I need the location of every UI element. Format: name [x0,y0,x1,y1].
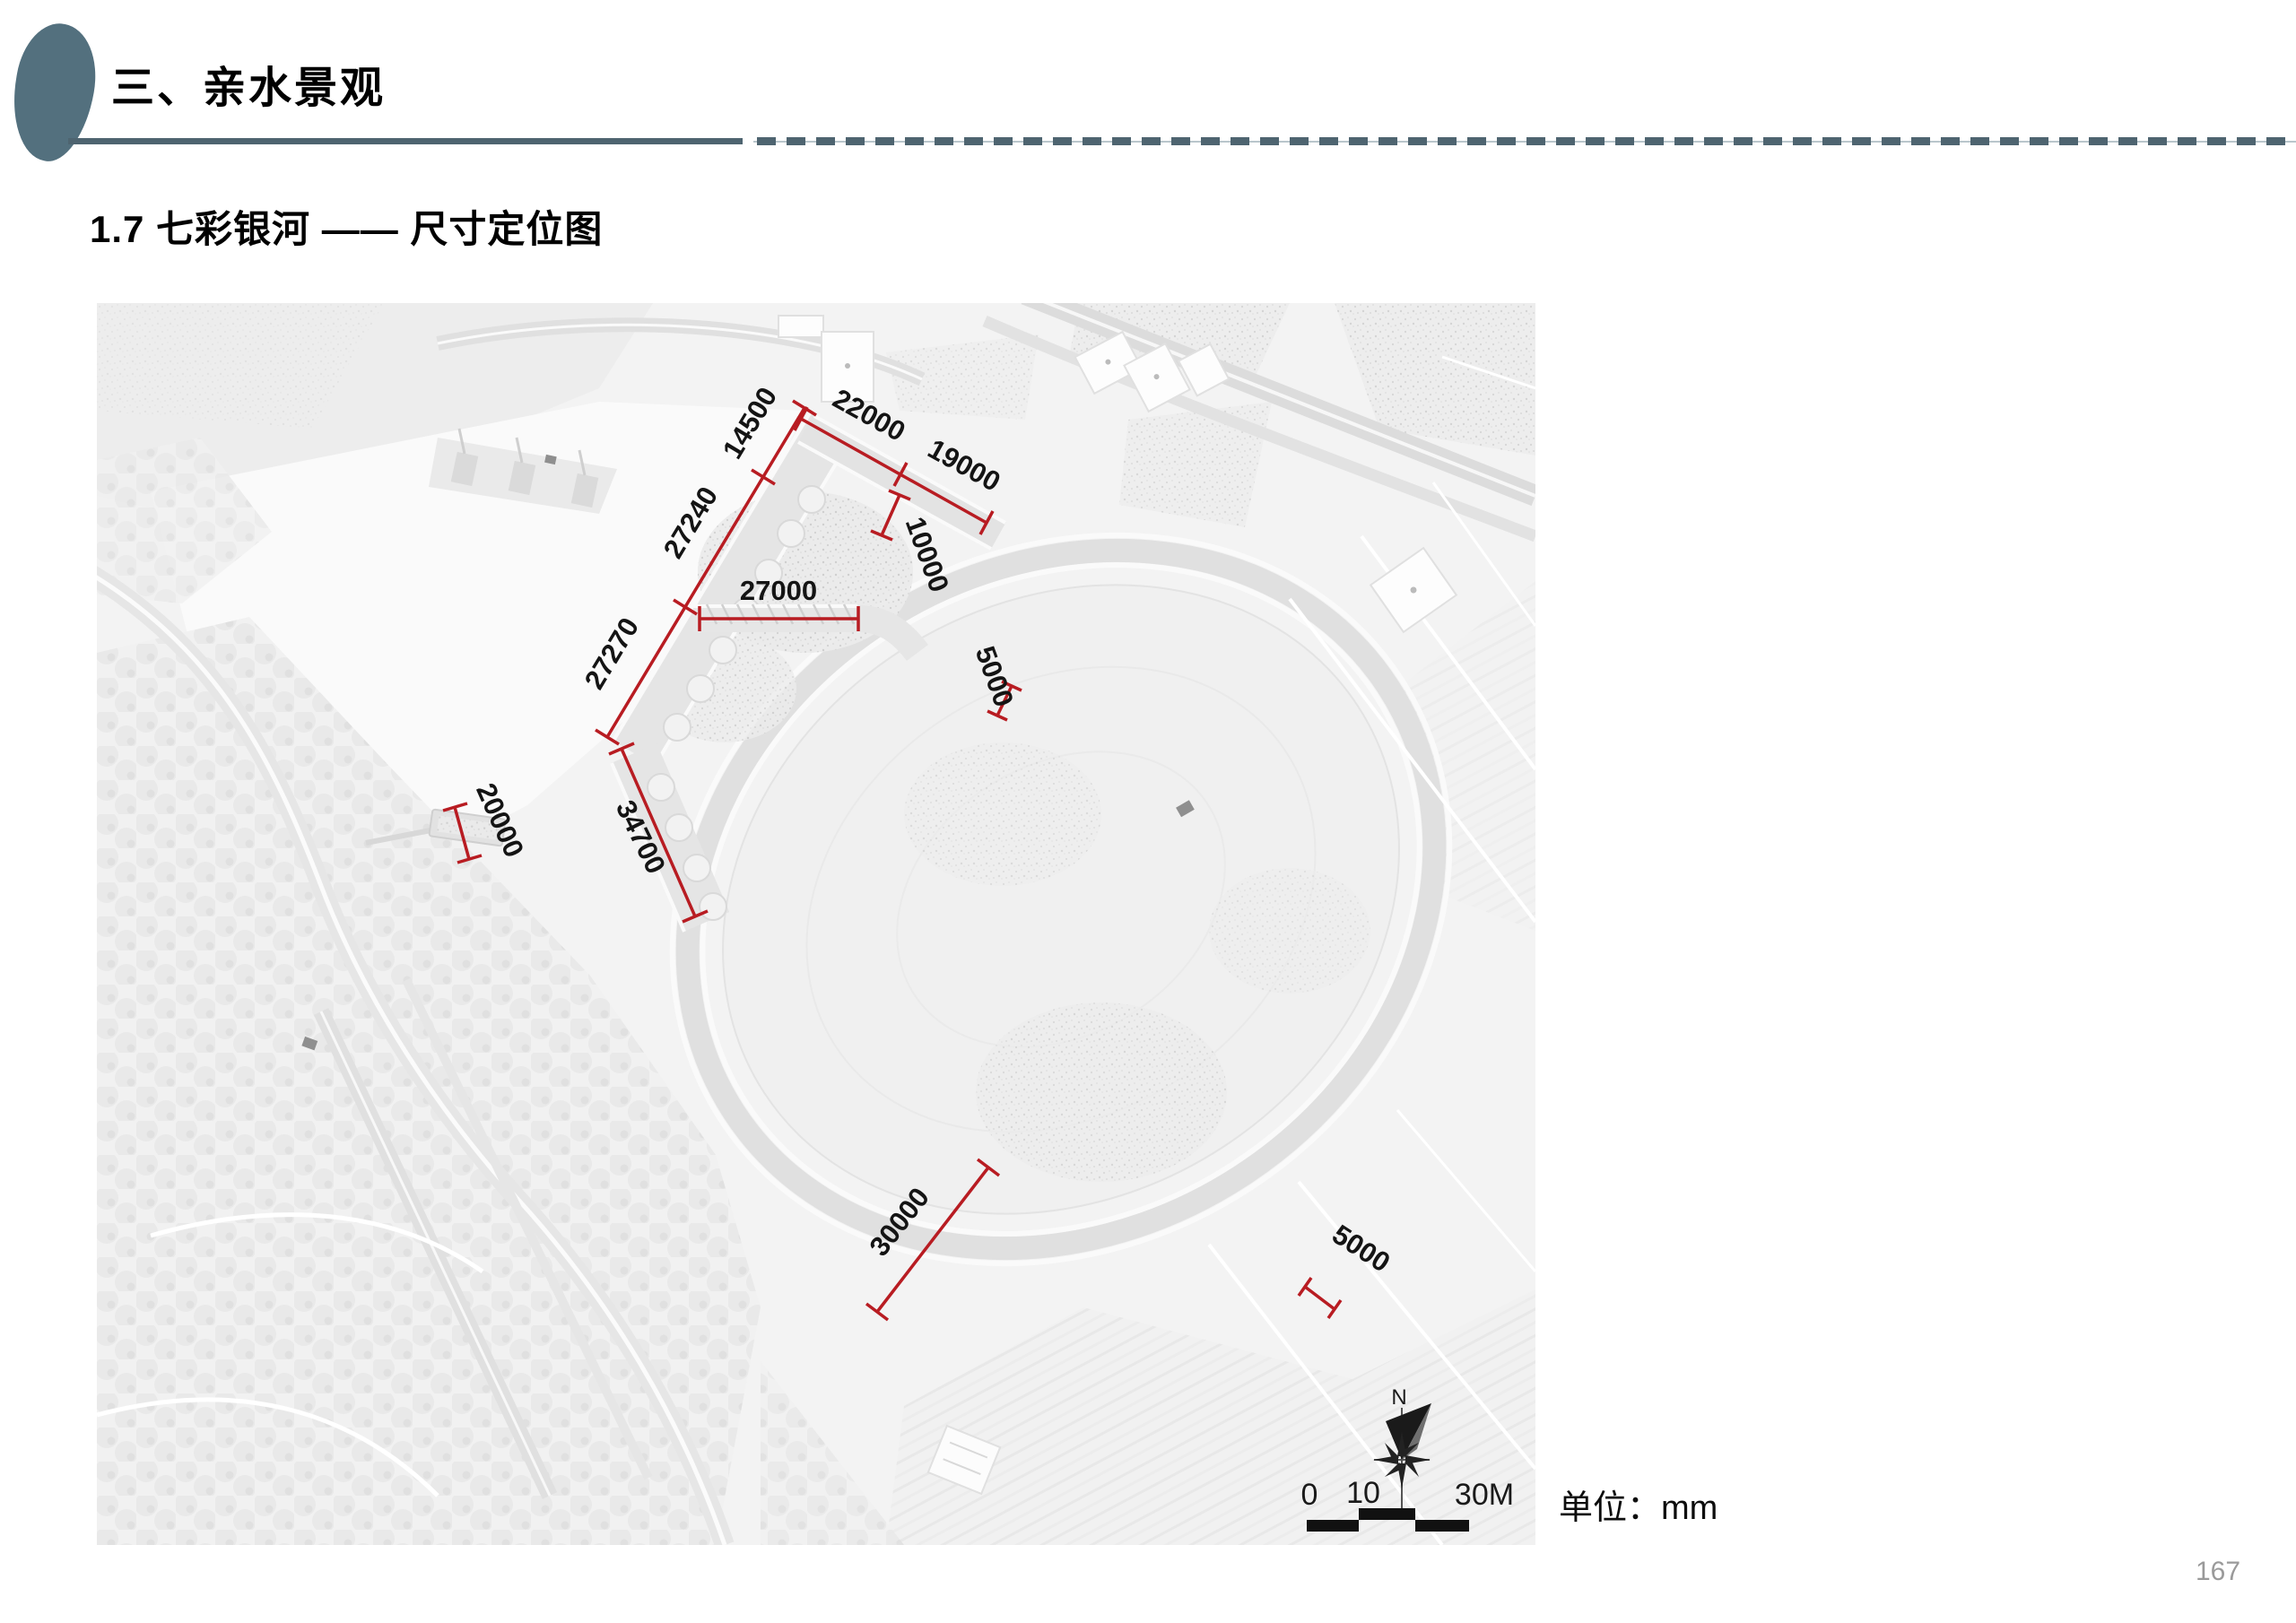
compass-north-arrow: N [1373,1385,1431,1515]
levee-scallops [647,485,826,921]
map-piers [365,428,599,847]
aerial-plan-svg: 14500 22000 19000 27240 10000 27000 2727… [97,303,1535,1545]
section-title: 三、亲水景观 [111,65,387,112]
scale-label-30m: 30M [1455,1478,1514,1512]
page-number: 167 [2196,1557,2241,1586]
central-island [653,491,1400,1215]
dimension-label: 27000 [740,575,817,606]
scale-bar: 0 10 30M [1301,1476,1514,1532]
road-hatch-ticks [705,603,856,625]
unit-note: 单位：mm [1559,1489,1718,1527]
map-buildings [778,315,1458,1496]
scale-bar-segments [1307,1508,1469,1532]
site-plan-map: 14500 22000 19000 27240 10000 27000 2727… [97,303,1535,1545]
header-rule-dashed [757,137,2296,145]
scale-label-10: 10 [1346,1476,1380,1510]
section-logo-blob [3,17,105,168]
dimension-lines [442,399,1343,1322]
scale-label-0: 0 [1301,1478,1318,1512]
page-title: 1.7 七彩银河 —— 尺寸定位图 [90,208,604,250]
compass-n-label: N [1391,1385,1406,1410]
header-rule-solid [68,138,743,144]
levee-road [610,410,1006,933]
compass-star [1373,1431,1431,1488]
map-dark-spots [301,454,1195,1051]
